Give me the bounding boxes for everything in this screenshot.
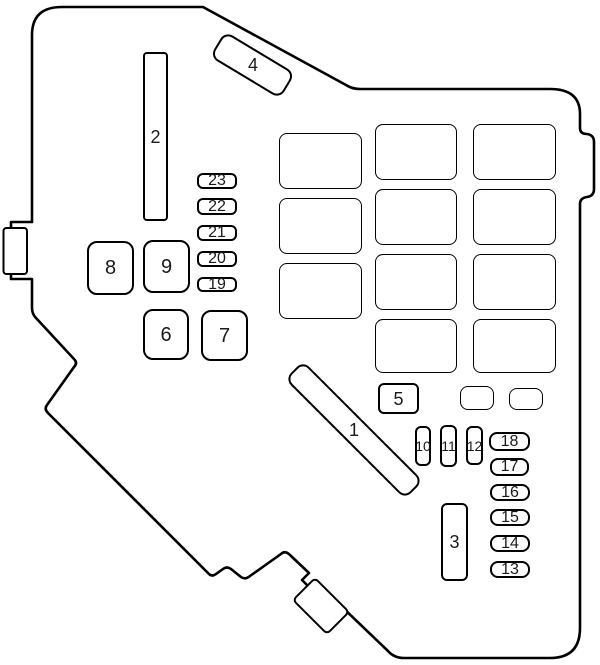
fuse-6: 6	[143, 309, 189, 360]
fuse-slot	[375, 189, 457, 245]
fuse-21: 21	[197, 225, 237, 241]
fuse-23: 23	[197, 173, 237, 189]
bottom-connector	[293, 578, 349, 634]
fuse-13: 13	[490, 561, 530, 578]
fuse-1-label: 1	[348, 419, 359, 440]
fuse-slot	[473, 319, 556, 373]
fuse-slot	[473, 124, 556, 180]
fuse-slot	[375, 319, 457, 373]
fuse-box-outline	[9, 5, 596, 660]
fuse-20: 20	[197, 251, 237, 267]
fuse-16: 16	[490, 484, 530, 501]
fuse-8: 8	[87, 241, 134, 295]
fuse-14: 14	[490, 535, 530, 552]
fuse-1-body	[288, 364, 420, 496]
fuse-slot	[375, 254, 457, 310]
fuse-11: 11	[440, 425, 457, 467]
fuse-18: 18	[489, 432, 530, 451]
fuse-3: 3	[441, 503, 468, 581]
fuse-12: 12	[466, 426, 483, 465]
fuse-19: 19	[197, 276, 237, 292]
fuse-slot	[279, 263, 362, 319]
fuse-5: 5	[378, 383, 419, 414]
small-slot	[509, 388, 543, 410]
fuse-17: 17	[490, 458, 529, 476]
left-connector	[2, 227, 28, 275]
fuse-7: 7	[201, 310, 248, 361]
fuse-9: 9	[143, 240, 190, 293]
fuse-2: 2	[143, 52, 168, 221]
fuse-15: 15	[490, 509, 530, 526]
fuse-4-body	[212, 34, 293, 96]
small-slot	[460, 386, 494, 410]
fuse-slot	[473, 189, 556, 245]
fuse-22: 22	[197, 198, 237, 215]
fuse-slot	[473, 254, 556, 310]
fuse-slot	[375, 124, 457, 180]
fuse-10: 10	[415, 426, 431, 466]
fuse-slot	[279, 198, 362, 254]
fuse-slot	[279, 133, 362, 189]
fuse-4-label: 4	[247, 54, 258, 75]
